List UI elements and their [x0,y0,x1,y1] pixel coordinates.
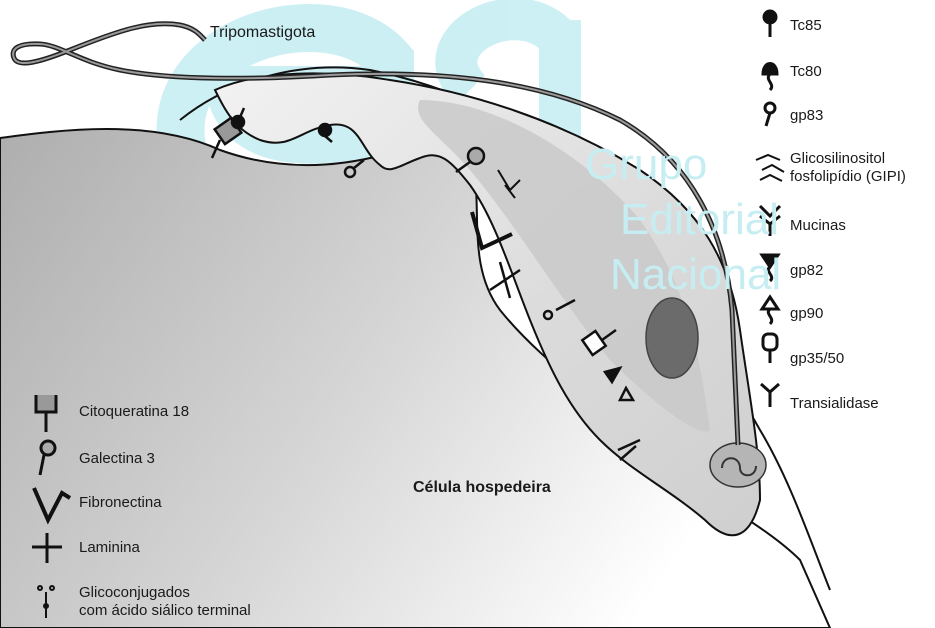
kinetoplast [710,443,766,487]
legend-glicoconjugados-line2: com ácido siálico terminal [79,602,251,620]
legend-galectina: Galectina 3 [79,450,155,468]
watermark-word-2: Editorial [620,195,779,245]
legend-gipi-line1: Glicosilinositol [790,150,885,168]
tripomastigota-label: Tripomastigota [210,24,315,42]
legend-tc80: Tc80 [790,63,822,81]
legend-fibronectina: Fibronectina [79,494,162,512]
legend-mucinas: Mucinas [790,217,846,235]
legend-gp90: gp90 [790,305,823,323]
celula-hospedeira-label: Célula hospedeira [413,479,551,497]
legend-gp83: gp83 [790,107,823,125]
legend-gp3550: gp35/50 [790,350,844,368]
nucleus [646,298,698,378]
legend-gp82: gp82 [790,262,823,280]
watermark-word-3: Nacional [610,250,781,300]
gp3550-icon [763,334,777,363]
gp83-icon [765,103,775,126]
tc80-icon [763,64,777,91]
legend-laminina: Laminina [79,539,140,557]
tc85-icon [764,11,776,37]
legend-glicoconjugados-line1: Glicoconjugados [79,584,190,602]
legend-citoqueratina: Citoqueratina 18 [79,403,189,421]
legend-transialidase: Transialidase [790,395,879,413]
watermark-word-1: Grupo [585,140,707,190]
legend-tc85: Tc85 [790,17,822,35]
gipi-icon [756,155,784,181]
transialidase-icon [761,384,779,407]
legend-gipi-line2: fosfolipídio (GIPI) [790,168,906,186]
gp90-icon [762,297,778,324]
